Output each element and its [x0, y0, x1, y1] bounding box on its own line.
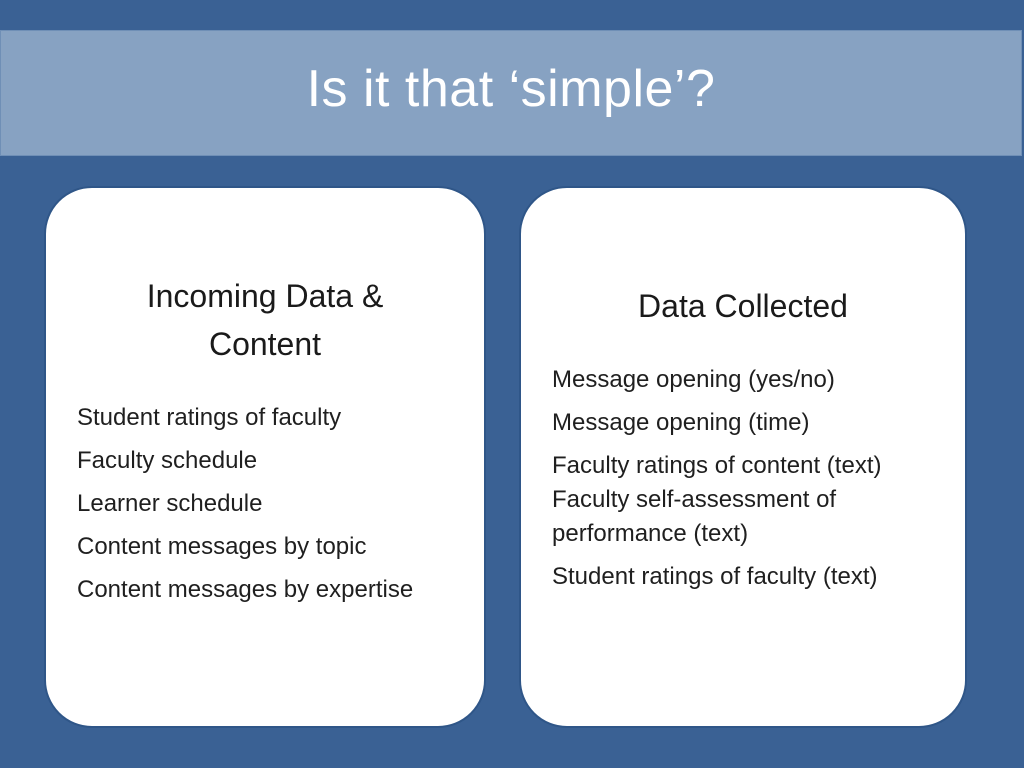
- data-collected-heading: Data Collected: [638, 288, 848, 324]
- list-item: Message opening (time): [552, 409, 810, 436]
- list-item: Faculty schedule: [77, 447, 258, 474]
- incoming-data-list: Student ratings of faculty Faculty sched…: [77, 398, 477, 613]
- list-item: Student ratings of faculty: [77, 404, 342, 431]
- title-band: Is it that ‘simple’?: [0, 30, 1022, 156]
- list-item: Faculty self-assessment of performance (…: [552, 486, 837, 547]
- list-item: Student ratings of faculty (text): [552, 563, 878, 590]
- data-collected-panel: Data Collected Message opening (yes/no) …: [519, 186, 967, 728]
- slide-title: Is it that ‘simple’?: [306, 60, 716, 118]
- list-item: Content messages by expertise: [77, 576, 414, 603]
- list-item: Message opening (yes/no): [552, 366, 835, 393]
- list-item: Content messages by topic: [77, 533, 367, 560]
- list-item: Learner schedule: [77, 490, 263, 517]
- incoming-data-panel: Incoming Data & Content Student ratings …: [44, 186, 486, 728]
- list-item: Faculty ratings of content (text): [552, 452, 882, 479]
- incoming-data-heading: Incoming Data & Content: [146, 278, 384, 362]
- data-collected-list: Message opening (yes/no) Message opening…: [552, 363, 952, 603]
